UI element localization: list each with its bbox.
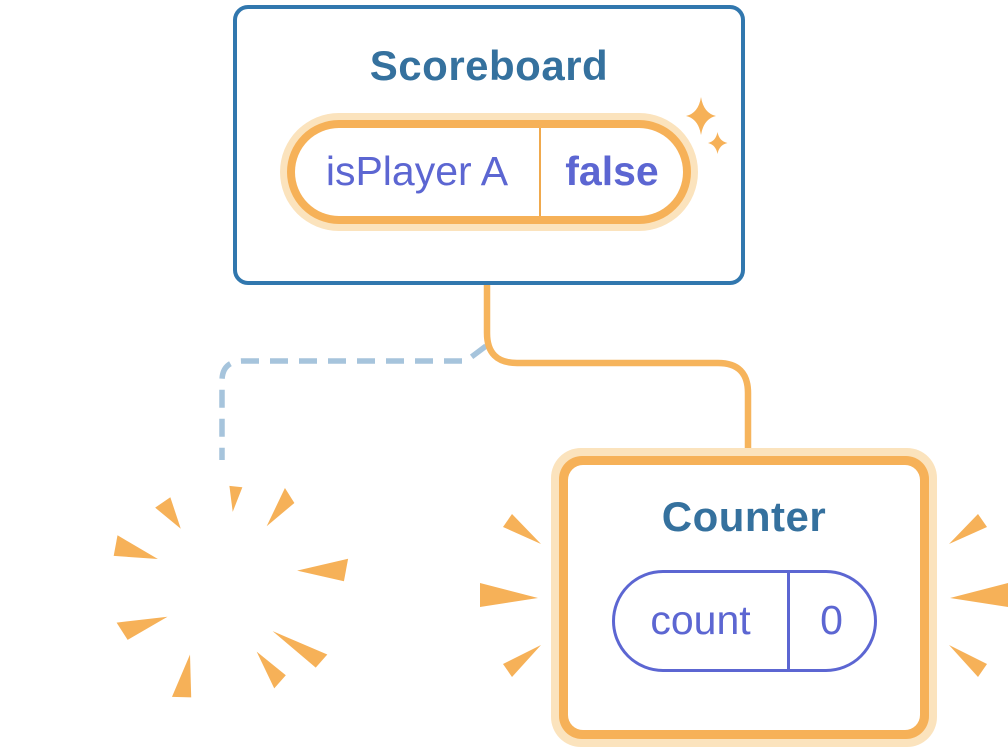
emphasis-wedge-icon bbox=[480, 514, 541, 677]
counter-card-body: Counter count 0 bbox=[568, 465, 920, 730]
state-label: isPlayer A bbox=[325, 148, 509, 194]
counter-title: Counter bbox=[661, 493, 827, 540]
dashed-connector-line bbox=[219, 343, 488, 460]
counter-card: Counter count 0 bbox=[551, 448, 937, 747]
pill-divider bbox=[539, 127, 541, 216]
scoreboard-title: Scoreboard bbox=[369, 42, 609, 89]
scoreboard-card: Scoreboard isPlayer A false bbox=[233, 5, 745, 285]
scoreboard-state-pill: isPlayer A false bbox=[280, 112, 698, 231]
counter-state-pill: count 0 bbox=[611, 569, 877, 672]
emphasis-wedge-icon bbox=[949, 514, 1008, 677]
state-value: 0 bbox=[820, 597, 843, 643]
state-value: false bbox=[565, 148, 659, 194]
connector-line bbox=[483, 283, 752, 458]
state-label: count bbox=[650, 597, 751, 643]
state-pill-highlight-ring: isPlayer A false bbox=[287, 119, 691, 224]
burst-icon bbox=[113, 485, 349, 698]
pill-divider bbox=[786, 572, 790, 669]
destroyed-component-card bbox=[87, 453, 365, 731]
state-pill-body: isPlayer A false bbox=[295, 127, 683, 216]
counter-highlight-ring: Counter count 0 bbox=[559, 456, 929, 739]
